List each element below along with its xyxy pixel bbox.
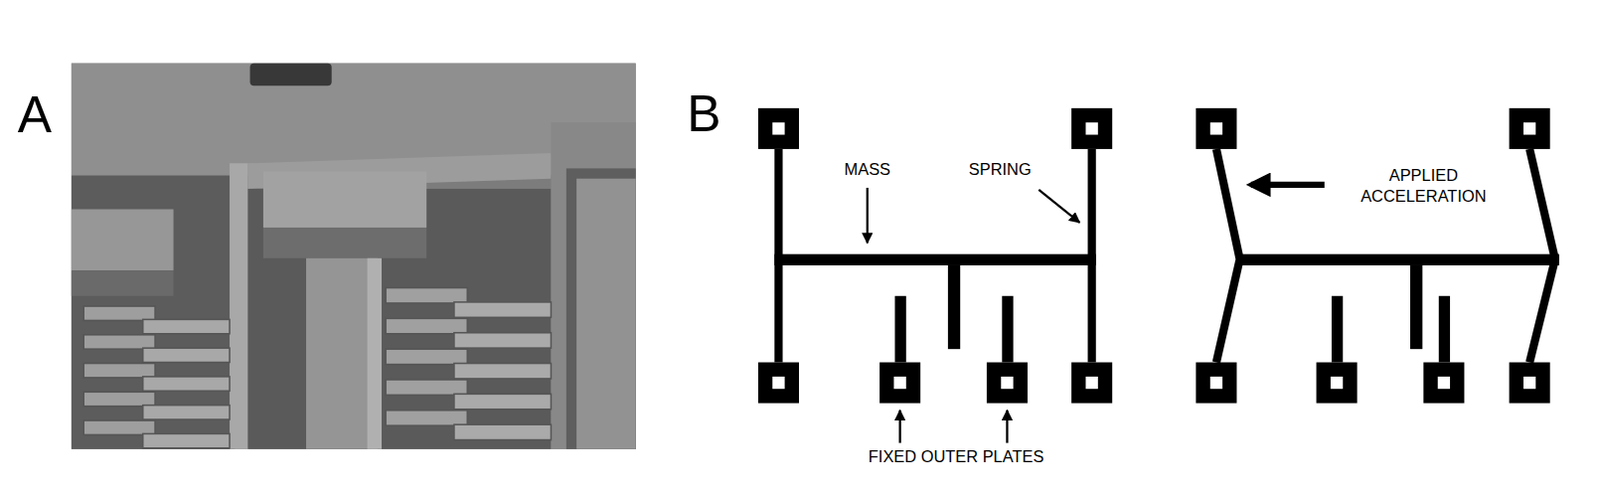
anchor-square: [879, 362, 921, 404]
part-label: SPRING: [968, 160, 1032, 181]
fixed-plate: [1001, 296, 1013, 363]
anchor-square: [1316, 362, 1358, 404]
anchor-hole: [1523, 376, 1536, 389]
anchor-square: [1195, 108, 1237, 150]
sem-finger: [143, 433, 230, 448]
sem-finger: [143, 405, 230, 420]
anchor-square: [1509, 362, 1551, 404]
sem-wall: [229, 162, 248, 450]
anchor-square: [758, 362, 800, 404]
sem-background: [71, 63, 637, 450]
anchor-square: [1509, 108, 1551, 150]
sem-block-face: [71, 270, 174, 297]
panel-letter: B: [686, 88, 721, 140]
anchor-square: [986, 362, 1028, 404]
accelerometer-deflected: [1195, 108, 1560, 404]
spring-beam: [1216, 149, 1241, 363]
sem-finger: [454, 393, 552, 409]
part-label: MASS: [844, 160, 892, 181]
anchor-hole: [1210, 122, 1223, 135]
proof-mass: [1236, 254, 1559, 266]
sem-finger: [143, 319, 230, 333]
anchor-hole: [1000, 376, 1013, 389]
sem-finger: [385, 288, 468, 304]
sem-finger: [385, 379, 468, 395]
fixed-plate: [1331, 296, 1343, 363]
leader-arrow: [898, 410, 901, 444]
leader-arrow: [1005, 410, 1008, 444]
anchor-hole: [1210, 376, 1223, 389]
panel-letter: A: [17, 89, 52, 141]
sem-trench: [71, 175, 235, 450]
anchor-hole: [1523, 122, 1536, 135]
sem-finger: [454, 363, 552, 379]
anchor-hole: [1086, 122, 1099, 135]
mass-finger: [948, 265, 960, 349]
sem-trench: [566, 167, 637, 449]
sem-finger: [454, 332, 552, 348]
sem-trench: [248, 188, 552, 450]
anchor-hole: [772, 376, 785, 389]
leader-arrow: [866, 187, 869, 243]
sem-finger: [143, 347, 230, 362]
sem-finger: [83, 334, 156, 349]
sem-hole: [250, 63, 332, 87]
sem-comb-fingers: [83, 288, 551, 449]
anchor-hole: [772, 122, 785, 135]
sem-finger: [385, 318, 468, 333]
sem-side-structure: [550, 122, 636, 450]
accelerometer-rest: [758, 108, 1113, 404]
sem-block-top: [263, 171, 427, 228]
sem-finger: [454, 424, 552, 440]
anchor-square: [1071, 362, 1113, 404]
sem-finger: [454, 302, 552, 318]
acceleration-arrow: [1251, 181, 1325, 188]
sem-finger: [385, 348, 468, 364]
sem-side-block: [576, 178, 637, 450]
sem-block-top: [71, 208, 174, 271]
fixed-plate: [1439, 296, 1450, 363]
sem-finger: [385, 410, 468, 426]
leader-arrow: [1038, 189, 1080, 223]
sem-micrograph: [71, 63, 637, 450]
sem-block-face: [263, 227, 427, 259]
sem-finger: [83, 363, 156, 378]
part-label: FIXED OUTER PLATES: [823, 446, 1090, 468]
sem-finger: [83, 391, 156, 406]
leader-arrows: [867, 184, 1325, 444]
anchor-hole: [1438, 376, 1450, 389]
anchor-hole: [1086, 376, 1099, 389]
part-label: APPLIED ACCELERATION: [1346, 164, 1500, 208]
anchor-square: [1071, 108, 1113, 150]
anchor-square: [758, 108, 800, 150]
anchor-holes: [772, 122, 1099, 389]
proof-mass: [774, 254, 1096, 266]
sem-beam: [306, 258, 378, 450]
sem-beam-edge: [367, 258, 382, 450]
anchor-hole: [893, 376, 906, 389]
anchor-holes: [1210, 122, 1537, 389]
anchor-hole: [1330, 376, 1343, 389]
sem-finger: [83, 420, 156, 435]
mass-finger: [1410, 265, 1423, 349]
sem-finger: [143, 376, 230, 391]
sem-finger: [83, 306, 156, 320]
anchor-square: [1423, 362, 1464, 404]
anchor-square: [1195, 362, 1237, 404]
fixed-plate: [894, 296, 906, 363]
